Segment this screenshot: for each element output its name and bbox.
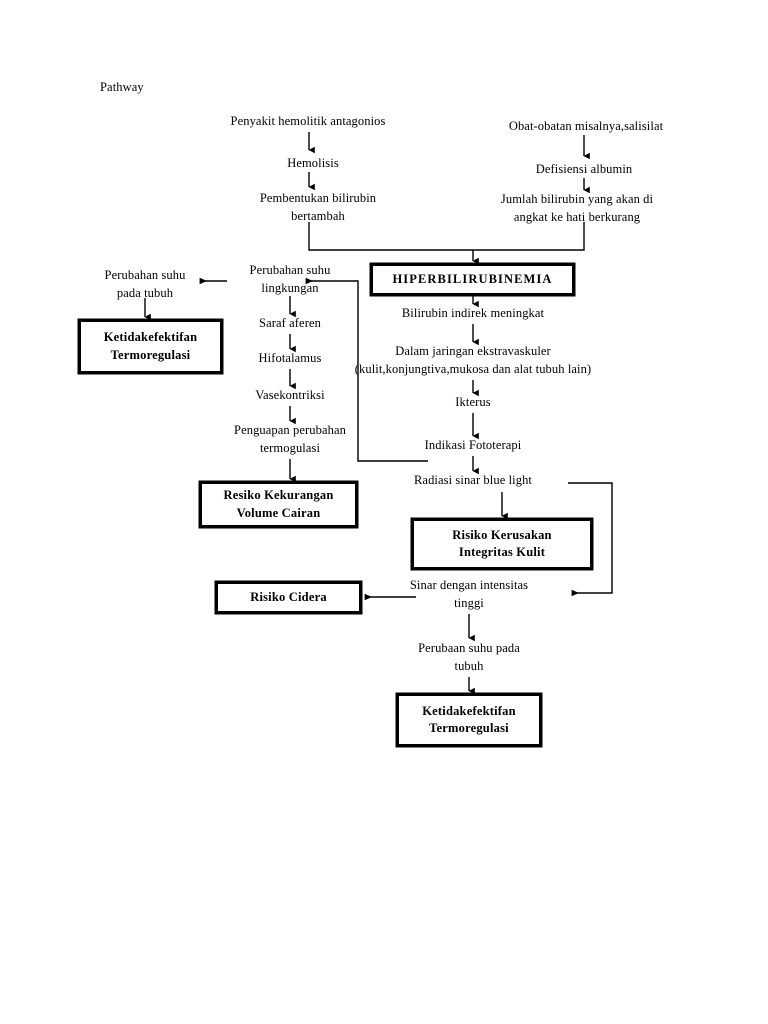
node-perubahan-suhu-tubuh: Perubahan suhu pada tubuh	[104, 268, 186, 300]
node-jumlah-bilirubin: Jumlah bilirubin yang akan di angkat ke …	[500, 192, 654, 224]
node-sinar-intensitas-tinggi: Sinar dengan intensitas tinggi	[409, 578, 529, 610]
box-risiko-kerusakan-integritas-kulit[interactable]: Risiko Kerusakan Integritas Kulit	[412, 519, 592, 569]
box-ketidakefektifan-termoregulasi-left[interactable]: Ketidakefektifan Termoregulasi	[79, 320, 222, 373]
node-radiasi-blue-light: Radiasi sinar blue light	[413, 473, 532, 487]
node-vasekontriksi: Vasekontriksi	[255, 388, 325, 402]
node-penyakit-hemolitik: Penyakit hemolitik antagonios	[230, 114, 386, 128]
node-defisiensi-albumin: Defisiensi albumin	[535, 162, 633, 176]
node-hifotalamus: Hifotalamus	[258, 351, 322, 365]
node-obat-obatan: Obat-obatan misalnya,salisilat	[508, 119, 664, 133]
node-ikterus: Ikterus	[455, 395, 491, 409]
node-perubahan-suhu-lingkungan: Perubahan suhu lingkungan	[249, 263, 331, 295]
box-hiperbilirubinemia[interactable]: HIPERBILIRUBINEMIA	[371, 264, 574, 295]
node-hemolisis: Hemolisis	[287, 156, 339, 170]
box-risiko-cidera[interactable]: Risiko Cidera	[216, 582, 361, 613]
node-indikasi-fototerapi: Indikasi Fototerapi	[424, 438, 522, 452]
page-title: Pathway	[100, 80, 144, 94]
node-pembentukan-bilirubin: Pembentukan bilirubin bertambah	[259, 191, 377, 223]
node-saraf-aferen: Saraf aferen	[259, 316, 321, 330]
box-ketidakefektifan-termoregulasi-bottom[interactable]: Ketidakefektifan Termoregulasi	[397, 694, 541, 746]
node-penguapan-perubahan: Penguapan perubahan termogulasi	[234, 423, 346, 455]
node-dalam-jaringan: Dalam jaringan ekstravaskuler (kulit,kon…	[354, 344, 592, 376]
bracket-merge-left	[308, 222, 473, 251]
box-resiko-kekurangan-volume-cairan[interactable]: Resiko Kekurangan Volume Cairan	[200, 482, 357, 527]
node-bilirubin-indirek: Bilirubin indirek meningkat	[401, 306, 545, 320]
node-perubaan-suhu-tubuh: Perubaan suhu pada tubuh	[418, 641, 520, 673]
